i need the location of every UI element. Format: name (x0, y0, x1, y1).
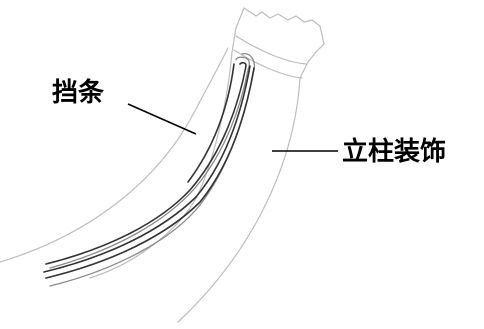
trim-strip-groove-top (45, 61, 247, 265)
pillar-trim-upper-band (235, 35, 307, 65)
pillar-trim-right-edge (177, 77, 301, 323)
trim-strip-groove-second (45, 67, 255, 279)
trim-strip-left-edge (187, 63, 235, 183)
body-panel-outer-curve (0, 47, 229, 263)
trim-strip-leader-line (127, 103, 197, 135)
trim-strip-groove-bottom (43, 65, 251, 273)
pillar-trim-label: 立柱装饰 (342, 136, 446, 167)
pillar-trim-upper-band-lower (233, 49, 303, 79)
trim-strip-outer (49, 56, 250, 269)
pillar-trim-left-edge (89, 51, 233, 279)
pillar-trim-torn-top (231, 7, 325, 79)
trim-strip-label: 挡条 (52, 78, 105, 108)
